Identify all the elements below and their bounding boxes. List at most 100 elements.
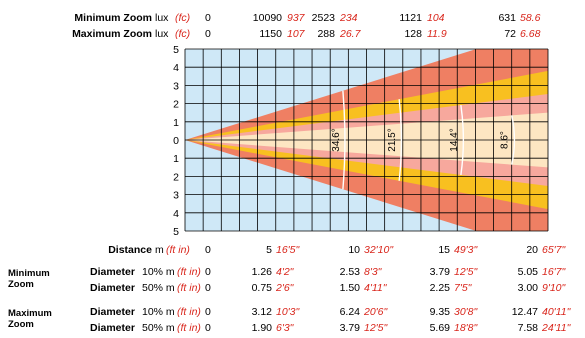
lux-value: 128 bbox=[404, 28, 422, 40]
distance-m: 15 bbox=[438, 244, 450, 256]
diameter-unit-ft: (ft in) bbox=[177, 282, 201, 294]
diameter-ft: 12'5" bbox=[364, 322, 388, 334]
diameter-m: 3.79 bbox=[339, 322, 360, 334]
distance-ft: 16'5" bbox=[276, 244, 300, 256]
beam-angle-arc bbox=[342, 90, 346, 190]
beam-angle-markers: 34.6°21.5°14.4°8.6° bbox=[331, 90, 516, 190]
y-tick-label: 2 bbox=[173, 99, 179, 111]
max-zoom-side-label-2: Zoom bbox=[8, 319, 34, 330]
diameter-m: 2.25 bbox=[429, 282, 450, 294]
y-tick-label: 3 bbox=[173, 190, 179, 202]
y-tick-label: 2 bbox=[173, 171, 179, 183]
diameter-ft: 4'11" bbox=[364, 282, 387, 294]
lux-zero: 0 bbox=[205, 28, 211, 40]
lux-value: 631 bbox=[498, 12, 516, 24]
lux-unit: lux bbox=[155, 12, 169, 24]
beam-angle-label: 14.4° bbox=[449, 128, 460, 151]
diameter-pct: 10% m bbox=[142, 266, 175, 278]
y-tick-label: 1 bbox=[173, 117, 179, 129]
diameter-m: 1.26 bbox=[251, 266, 272, 278]
diameter-m: 5.69 bbox=[429, 322, 450, 334]
fc-value: 11.9 bbox=[427, 28, 447, 40]
diameter-m: 3.00 bbox=[517, 282, 538, 294]
fc-value: 26.7 bbox=[340, 28, 361, 40]
distance-ft: 65'7" bbox=[542, 244, 566, 256]
diameter-m: 3.79 bbox=[429, 266, 450, 278]
diameter-ft: 24'11" bbox=[542, 322, 571, 334]
distance-zero: 0 bbox=[205, 244, 211, 256]
diameter-ft: 2'6" bbox=[276, 282, 294, 294]
lux-zero: 0 bbox=[205, 12, 211, 24]
max-zoom-lux-label: Maximum Zoom bbox=[72, 28, 152, 40]
diameter-label: Diameter bbox=[90, 266, 135, 278]
beam-angle-arc bbox=[398, 99, 403, 181]
diameter-m: 12.47 bbox=[511, 306, 538, 318]
distance-label: Distance bbox=[108, 244, 152, 256]
beam-angle-label: 21.5° bbox=[387, 128, 398, 151]
distance-ft: 49'3" bbox=[454, 244, 478, 256]
fc-value: 104 bbox=[427, 12, 445, 24]
diameter-zero: 0 bbox=[205, 282, 211, 294]
distance-m: 20 bbox=[526, 244, 538, 256]
diameter-m: 1.50 bbox=[339, 282, 360, 294]
diameter-zero: 0 bbox=[205, 322, 211, 334]
fc-value: 6.68 bbox=[520, 28, 541, 40]
y-tick-label: 1 bbox=[173, 153, 179, 165]
diameter-ft: 10'3" bbox=[276, 306, 300, 318]
fc-value: 937 bbox=[287, 12, 305, 24]
diameter-label: Diameter bbox=[90, 282, 135, 294]
lux-value: 1150 bbox=[259, 28, 282, 40]
diameter-m: 6.24 bbox=[339, 306, 360, 318]
diameter-unit-ft: (ft in) bbox=[177, 322, 201, 334]
diameter-pct: 50% m bbox=[142, 322, 175, 334]
fc-unit: (fc) bbox=[175, 28, 191, 40]
grid-lines bbox=[184, 48, 549, 232]
diameter-m: 9.35 bbox=[429, 306, 450, 318]
diameter-zero: 0 bbox=[205, 306, 211, 318]
fc-value: 58.6 bbox=[520, 12, 541, 24]
diameter-ft: 9'10" bbox=[542, 282, 566, 294]
diameter-ft: 4'2" bbox=[276, 266, 294, 278]
distance-unit: m bbox=[155, 244, 164, 256]
lux-value: 1121 bbox=[399, 12, 422, 24]
diameter-pct: 10% m bbox=[142, 306, 175, 318]
diameter-m: 0.75 bbox=[251, 282, 272, 294]
fc-unit: (fc) bbox=[175, 12, 191, 24]
diameter-zero: 0 bbox=[205, 266, 211, 278]
diameter-m: 5.05 bbox=[517, 266, 538, 278]
diameter-ft: 7'5" bbox=[454, 282, 472, 294]
y-tick-label: 5 bbox=[173, 226, 179, 238]
min-zoom-lux-label: Minimum Zoom bbox=[74, 12, 152, 24]
diameter-unit-ft: (ft in) bbox=[177, 266, 201, 278]
diameter-ft: 6'3" bbox=[276, 322, 294, 334]
diameter-ft: 8'3" bbox=[364, 266, 382, 278]
diameter-ft: 18'8" bbox=[454, 322, 478, 334]
fc-value: 107 bbox=[287, 28, 305, 40]
distance-m: 5 bbox=[266, 244, 272, 256]
fc-value: 234 bbox=[340, 12, 358, 24]
lux-value: 2523 bbox=[311, 12, 335, 24]
beam-angle-arc bbox=[511, 115, 516, 165]
diameter-ft: 20'6" bbox=[364, 306, 388, 318]
lux-value: 10090 bbox=[252, 12, 282, 24]
diameter-pct: 50% m bbox=[142, 282, 175, 294]
diameter-m: 3.12 bbox=[251, 306, 272, 318]
y-tick-label: 5 bbox=[173, 44, 179, 56]
y-tick-label: 0 bbox=[173, 135, 179, 147]
diameter-label: Diameter bbox=[90, 306, 135, 318]
distance-m: 10 bbox=[348, 244, 360, 256]
distance-ft: 32'10" bbox=[364, 244, 394, 256]
diameter-label: Diameter bbox=[90, 322, 135, 334]
min-zoom-side-label-2: Zoom bbox=[8, 279, 34, 290]
max-zoom-side-label: Maximum bbox=[8, 308, 52, 319]
y-tick-label: 3 bbox=[173, 80, 179, 92]
diameter-ft: 12'5" bbox=[454, 266, 478, 278]
beam-angle-arc bbox=[460, 104, 465, 176]
diameter-ft: 16'7" bbox=[542, 266, 566, 278]
beam-angle-label: 34.6° bbox=[331, 128, 342, 151]
diameter-m: 2.53 bbox=[339, 266, 360, 278]
lux-unit: lux bbox=[155, 28, 169, 40]
lux-value: 288 bbox=[317, 28, 335, 40]
diameter-ft: 30'8" bbox=[454, 306, 478, 318]
